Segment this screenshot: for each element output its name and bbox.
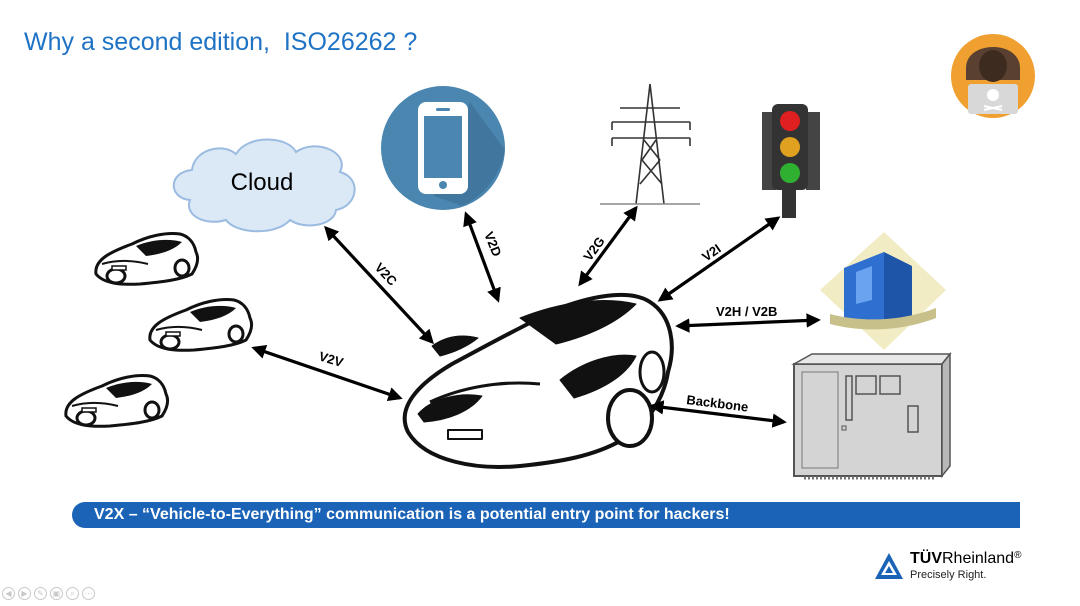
zoom-icon[interactable]: ⌕ [66, 587, 79, 600]
v2h-v2b-label: V2H / V2B [716, 304, 777, 319]
next-slide-icon[interactable]: ▶ [18, 587, 31, 600]
tuv-rheinland-logo: TÜVRheinland® Precisely Right. [874, 546, 1054, 590]
car-icon [402, 292, 674, 469]
info-banner: V2X – “Vehicle-to-Everything” communicat… [72, 502, 1020, 528]
backbone-arrow [649, 400, 787, 428]
v2g-label: V2G [580, 234, 607, 264]
v2v-label: V2V [317, 349, 345, 371]
v2c-arrow [324, 225, 434, 345]
v2g-arrow [578, 205, 638, 287]
triangle-logo-icon [875, 553, 903, 579]
v2h-v2b-arrow [675, 313, 821, 333]
building-icon [820, 232, 946, 350]
logo-brand-regular: Rheinland [942, 550, 1015, 567]
cloud-label: Cloud [231, 169, 294, 196]
hacker-icon [951, 34, 1035, 118]
traffic-light-icon [762, 104, 820, 218]
car-icon [148, 297, 254, 352]
server-cabinet-icon [791, 351, 952, 480]
connection-arrows [251, 205, 821, 428]
v2d-label: V2D [481, 230, 504, 259]
more-options-icon[interactable]: ⋯ [82, 587, 95, 600]
pen-icon[interactable]: ✎ [34, 587, 47, 600]
v2d-arrow [463, 211, 501, 303]
v2c-label: V2C [372, 260, 401, 289]
cloud-icon: Cloud [172, 138, 356, 233]
slide-title: Why a second edition, ISO26262 ? [24, 28, 418, 56]
logo-brand: TÜVRheinland® [910, 550, 1021, 568]
v2i-arrow [657, 216, 781, 302]
v2i-label: V2I [699, 241, 724, 264]
car-icon [94, 231, 200, 286]
logo-brand-bold: TÜV [910, 550, 942, 567]
car-icon [64, 373, 170, 428]
logo-tagline: Precisely Right. [910, 569, 987, 581]
smartphone-icon [381, 86, 505, 210]
logo-registered: ® [1014, 550, 1022, 561]
previous-slide-icon[interactable]: ◀ [2, 587, 15, 600]
slideshow-nav-controls: ◀ ▶ ✎ ▣ ⌕ ⋯ [2, 587, 95, 601]
slides-grid-icon[interactable]: ▣ [50, 587, 63, 600]
v2v-arrow [251, 344, 403, 402]
banner-text: V2X – “Vehicle-to-Everything” communicat… [94, 506, 730, 523]
power-pylon-icon [600, 83, 700, 205]
